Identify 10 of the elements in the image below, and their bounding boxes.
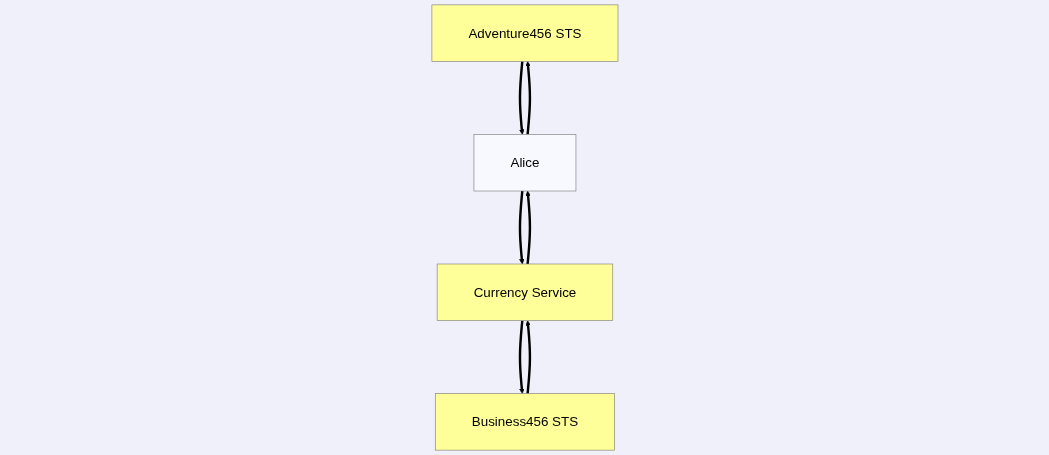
arrow: [524, 320, 531, 394]
arrow: [524, 61, 531, 135]
arrow: [518, 61, 525, 135]
node-box: Adventure456 STS: [431, 4, 618, 62]
arrow: [518, 320, 525, 394]
node-box: Business456 STS: [434, 393, 615, 451]
arrow: [518, 190, 525, 265]
node-box: Alice: [473, 134, 576, 192]
arrow: [524, 190, 531, 265]
node-box: Currency Service: [436, 263, 613, 321]
